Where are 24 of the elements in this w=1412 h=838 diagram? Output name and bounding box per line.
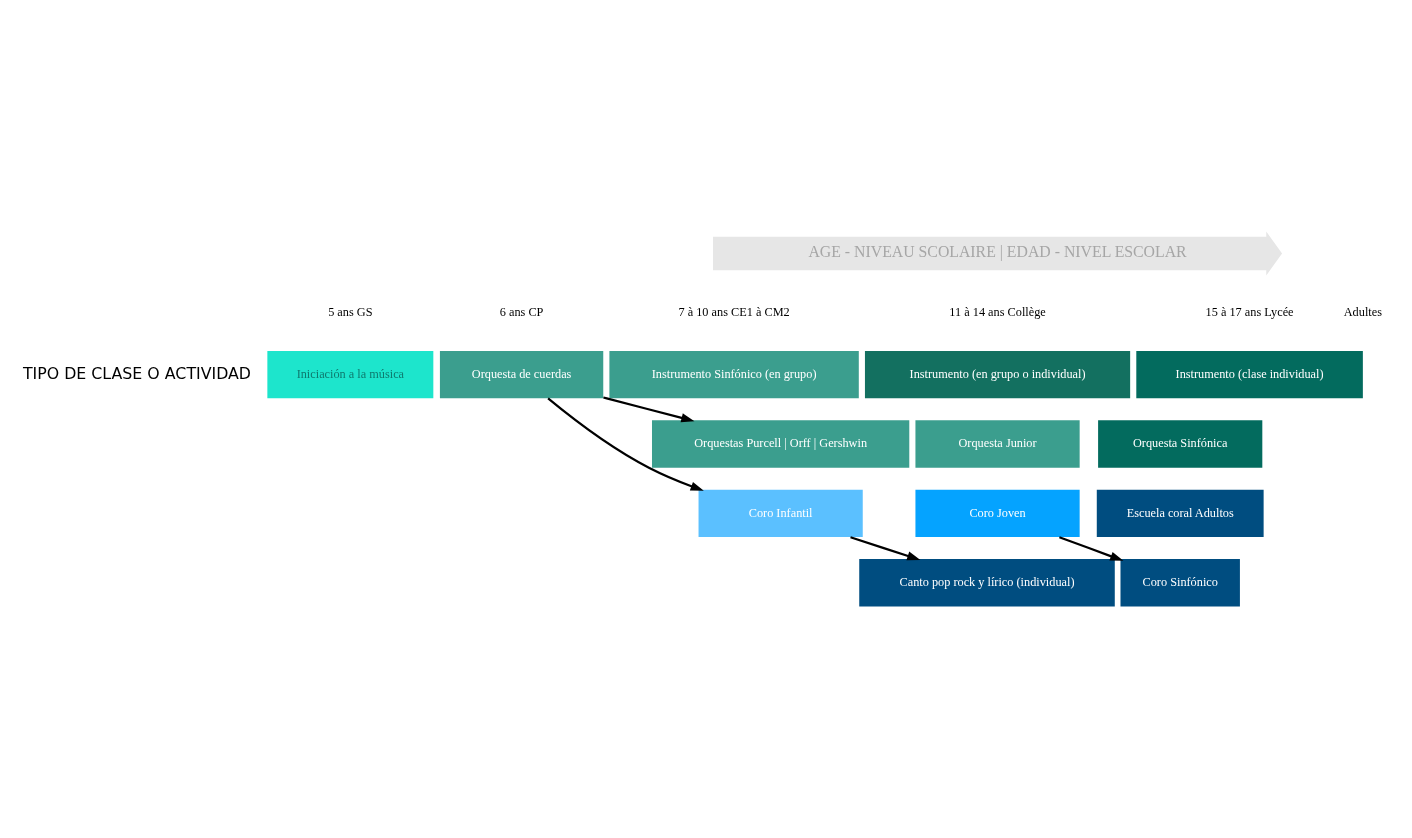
node-box: Coro Joven [915,489,1080,538]
node-box: Instrumento (clase individual) [1136,350,1363,399]
node-box: Orquesta Junior [915,420,1080,468]
node-box: Instrumento Sinfónico (en grupo) [609,350,859,399]
label: 6 ans CP [499,305,544,320]
node-box: Iniciación a la música [267,350,434,399]
node-box: Orquestas Purcell | Orff | Gershwin [652,420,910,468]
arrow [1059,536,1124,561]
label: 15 à 17 ans Lycée [1205,305,1294,320]
label: TIPO DE CLASE O ACTIVIDAD [22,363,252,383]
node-box: Orquesta de cuerdas [439,350,604,399]
arrow [850,536,921,561]
node-box: Canto pop rock y lírico (individual) [859,559,1115,607]
label: 5 ans GS [328,305,373,320]
label: 7 à 10 ans CE1 à CM2 [678,305,790,320]
node-box: Escuela coral Adultos [1096,489,1264,538]
arrow [603,396,695,423]
node-box: Coro Sinfónico [1120,559,1240,607]
node-box: Instrumento (en grupo o individual) [864,350,1131,399]
label: Adultes [1343,305,1382,320]
label: 11 à 14 ans Collège [949,305,1046,320]
arrow [547,397,704,491]
node-box: Orquesta Sinfónica [1098,420,1263,468]
node-box: Coro Infantil [698,489,863,538]
